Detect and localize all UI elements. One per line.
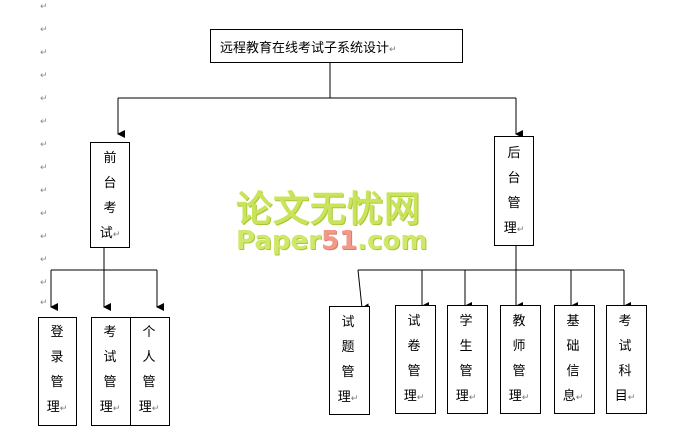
exam-mgmt-node [91,317,131,426]
paragraph-mark: ↵ [40,186,48,196]
paragraph-mark: ↵ [40,163,48,173]
paragraph-mark: ↵ [40,94,48,104]
paragraph-mark: ↵ [40,71,48,81]
paragraph-mark: ↵ [40,140,48,150]
basic-info-label: 基础信息↵ [562,314,584,404]
back-mgmt-label: 后台管理↵ [503,146,525,236]
paragraph-mark: ↵ [40,278,48,288]
back-mgmt-node [494,136,534,246]
student-mgmt-label: 学生管理↵ [455,314,477,404]
front-exam-node [90,142,130,248]
paragraph-mark: ↵ [40,209,48,219]
personal-mgmt-label: 个人管理↵ [138,325,160,415]
student-mgmt-node [447,305,488,414]
exam-subject-node [606,305,647,414]
paragraph-mark: ↵ [40,48,48,58]
watermark-title: 论文无忧网 [236,189,422,230]
paragraph-mark: ↵ [40,2,48,12]
paragraph-mark: ↵ [40,255,48,265]
paper-mgmt-label: 试卷管理↵ [403,314,425,404]
login-mgmt-label: 登录管理↵ [46,325,68,415]
exam-subject-label: 考试科目↵ [614,314,636,404]
watermark-url: Paper51.com [236,226,428,256]
paragraph-mark: ↵ [40,232,48,242]
login-mgmt-node [38,317,77,426]
root-node [210,29,463,63]
teacher-mgmt-node [500,305,541,414]
question-mgmt-node [329,306,370,415]
paragraph-mark: ↵ [40,25,48,35]
root-node-label: 远程教育在线考试子系统设计↵ [220,41,397,56]
personal-mgmt-node [130,317,170,426]
basic-info-node [554,305,595,414]
paper-mgmt-node [395,305,436,414]
exam-mgmt-label: 考试管理↵ [99,325,121,415]
arrow-to-question-mgmt [357,269,370,312]
teacher-mgmt-label: 教师管理↵ [508,314,530,404]
front-exam-label: 前台考试↵ [99,151,121,241]
question-mgmt-label: 试题管理↵ [337,315,359,405]
paragraph-mark: ↵ [40,298,48,308]
paragraph-mark: ↵ [40,117,48,127]
